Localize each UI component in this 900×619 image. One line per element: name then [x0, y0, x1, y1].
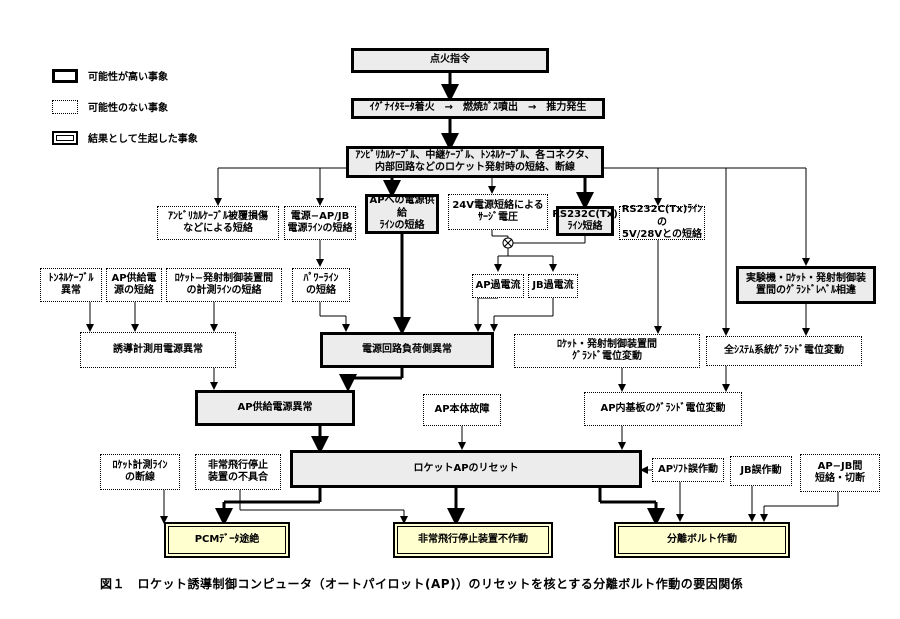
node-all-system-ground: 全ｼｽﾃﾑ系統ｸﾞﾗﾝﾄﾞ電位変動 — [706, 336, 862, 366]
legend-likely-label: 可能性が高い事象 — [88, 72, 168, 83]
node-guidance-power: 誘導計測用電源異常 — [80, 332, 236, 368]
node-power-ap-jb: 電源−AP/JB 電源ﾗｲﾝの短絡 — [284, 206, 356, 240]
node-ignite-chain: ｲｸﾞﾅｲﾀﾓｰﾀ着火 → 燃焼ｶﾞｽ噴出 → 推力発生 — [351, 98, 605, 119]
node-ap-board-ground: AP内基板のｸﾞﾗﾝﾄﾞ電位変動 — [584, 392, 742, 426]
node-separation-bolt: 分離ボルト作動 — [614, 522, 790, 558]
legend-likely: 可能性が高い事象 — [52, 68, 168, 83]
node-emergency-malfunction: 非常飛行停止 装置の不具合 — [195, 454, 281, 490]
node-ap-soft: APｿﾌﾄ誤作動 — [652, 458, 724, 482]
node-ap-jb-short: AP−JB間 短絡・切断 — [800, 454, 880, 492]
node-pcm-data: PCMﾃﾞｰﾀ途絶 — [164, 522, 290, 558]
node-rs232-5v: RS232C(Tx)ﾗｲﾝの 5V/28Vとの短絡 — [619, 204, 705, 240]
legend-impossible-swatch — [52, 99, 78, 114]
node-ap-power-abnormal: AP供給電源異常 — [195, 390, 355, 426]
node-emergency-stop: 非常飛行停止装置不作動 — [393, 522, 553, 558]
legend-likely-swatch — [52, 68, 78, 83]
node-ap-power-line: APへの電源供給 ﾗｲﾝの短絡 — [365, 194, 439, 234]
legend-result: 結果として生起した事象 — [52, 130, 198, 145]
node-rocket-ground: ﾛｹｯﾄ・発射制御装置間 ｸﾞﾗﾝﾄﾞ電位変動 — [514, 334, 700, 368]
node-measure-break: ﾛｹｯﾄ計測ﾗｲﾝ の断線 — [100, 454, 180, 490]
figure-caption: 図１ ロケット誘導制御コンピュータ（オートパイロット(AP)）のリセットを核とす… — [100, 577, 744, 591]
node-ap-failure: AP本体故障 — [423, 394, 501, 426]
node-ignition: 点火指令 — [351, 48, 549, 73]
node-short-circuit-root: ｱﾝﾋﾞﾘｶﾙｹｰﾌﾞﾙ、中継ｹｰﾌﾞﾙ、ﾄﾝﾈﾙｹｰﾌﾞﾙ、各コネクタ、 内部… — [346, 146, 604, 178]
legend-impossible-label: 可能性のない事象 — [88, 103, 168, 114]
node-power-line: ﾊﾟﾜｰﾗｲﾝ の短絡 — [292, 268, 350, 302]
node-jb-overcurrent: JB過電流 — [528, 274, 578, 298]
node-umbilical-damage: ｱﾝﾋﾞﾘｶﾙｹｰﾌﾞﾙ被覆損傷 などによる短絡 — [157, 206, 279, 240]
node-rocket-ap-reset: ロケットAPのリセット — [290, 450, 642, 488]
node-ap-supply-short: AP供給電 源の短絡 — [106, 268, 162, 302]
node-ap-overcurrent: AP過電流 — [472, 274, 524, 298]
node-ground-level: 実験機・ﾛｹｯﾄ・発射制御装 置間のｸﾞﾗﾝﾄﾞﾚﾍﾞﾙ相違 — [736, 266, 876, 304]
legend-result-label: 結果として生起した事象 — [88, 134, 198, 145]
node-tunnel-cable: ﾄﾝﾈﾙｹｰﾌﾞﾙ 異常 — [40, 268, 102, 302]
node-jb-malfunction: JB誤作動 — [730, 456, 792, 486]
node-rs232-short: RS232C(Tx) ﾗｲﾝ短絡 — [552, 206, 618, 236]
legend-result-swatch — [52, 130, 78, 145]
legend-impossible: 可能性のない事象 — [52, 99, 168, 114]
node-rocket-launch-line: ﾛｹｯﾄ−発射制御装置間 の計測ﾗｲﾝの短絡 — [166, 268, 282, 302]
node-surge-24v: 24V電源短絡による ｻｰｼﾞ電圧 — [448, 194, 548, 230]
node-power-load: 電源回路負荷側異常 — [320, 332, 494, 368]
